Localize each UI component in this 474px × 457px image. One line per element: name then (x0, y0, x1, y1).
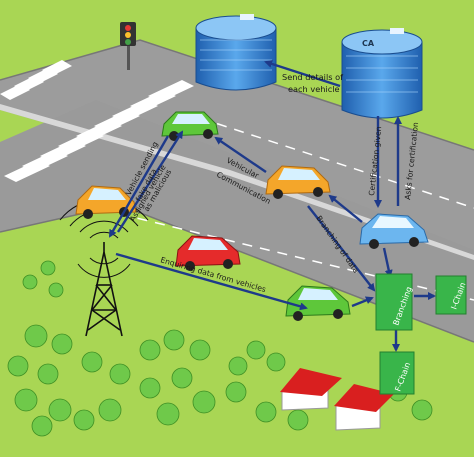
house-icon (280, 368, 394, 431)
arrow-communication-to-blue (328, 194, 363, 223)
arrow-branching-of-data (307, 205, 376, 292)
i-chain-box: I-Chain (435, 275, 467, 315)
traffic-light-icon (120, 22, 136, 70)
arrow-assigned-malicious (116, 130, 184, 233)
cell-tower-icon (59, 198, 149, 337)
car-icon-red (175, 235, 241, 271)
f-chain-box: F-Chain (379, 351, 415, 395)
arrow-green-to-branching (351, 296, 374, 308)
send-details-line1: Send details of (282, 72, 344, 82)
arrow-send-details (264, 60, 341, 88)
car-icon-blue (359, 213, 429, 249)
send-details-line2: each vehicle (288, 84, 340, 94)
arrow-blue-to-branching (382, 247, 393, 278)
branching-box: Branching (375, 273, 414, 331)
tree-icon (7, 260, 433, 437)
arrow-vehicular-communication (214, 136, 267, 173)
car-icon-green-top (161, 111, 219, 141)
ca-building-icon: CA (341, 28, 423, 119)
ca-label: CA (362, 39, 375, 48)
car-icon-orange-mid (265, 165, 331, 199)
road-median (0, 104, 474, 260)
arrow-enquiring-data (115, 252, 308, 311)
car-icon-orange-left (75, 185, 137, 219)
zebra-crossing (0, 60, 194, 182)
main-road (0, 100, 474, 342)
arrow-vehicle-sending-fake-data (108, 135, 170, 238)
server-building-icon (195, 14, 277, 91)
